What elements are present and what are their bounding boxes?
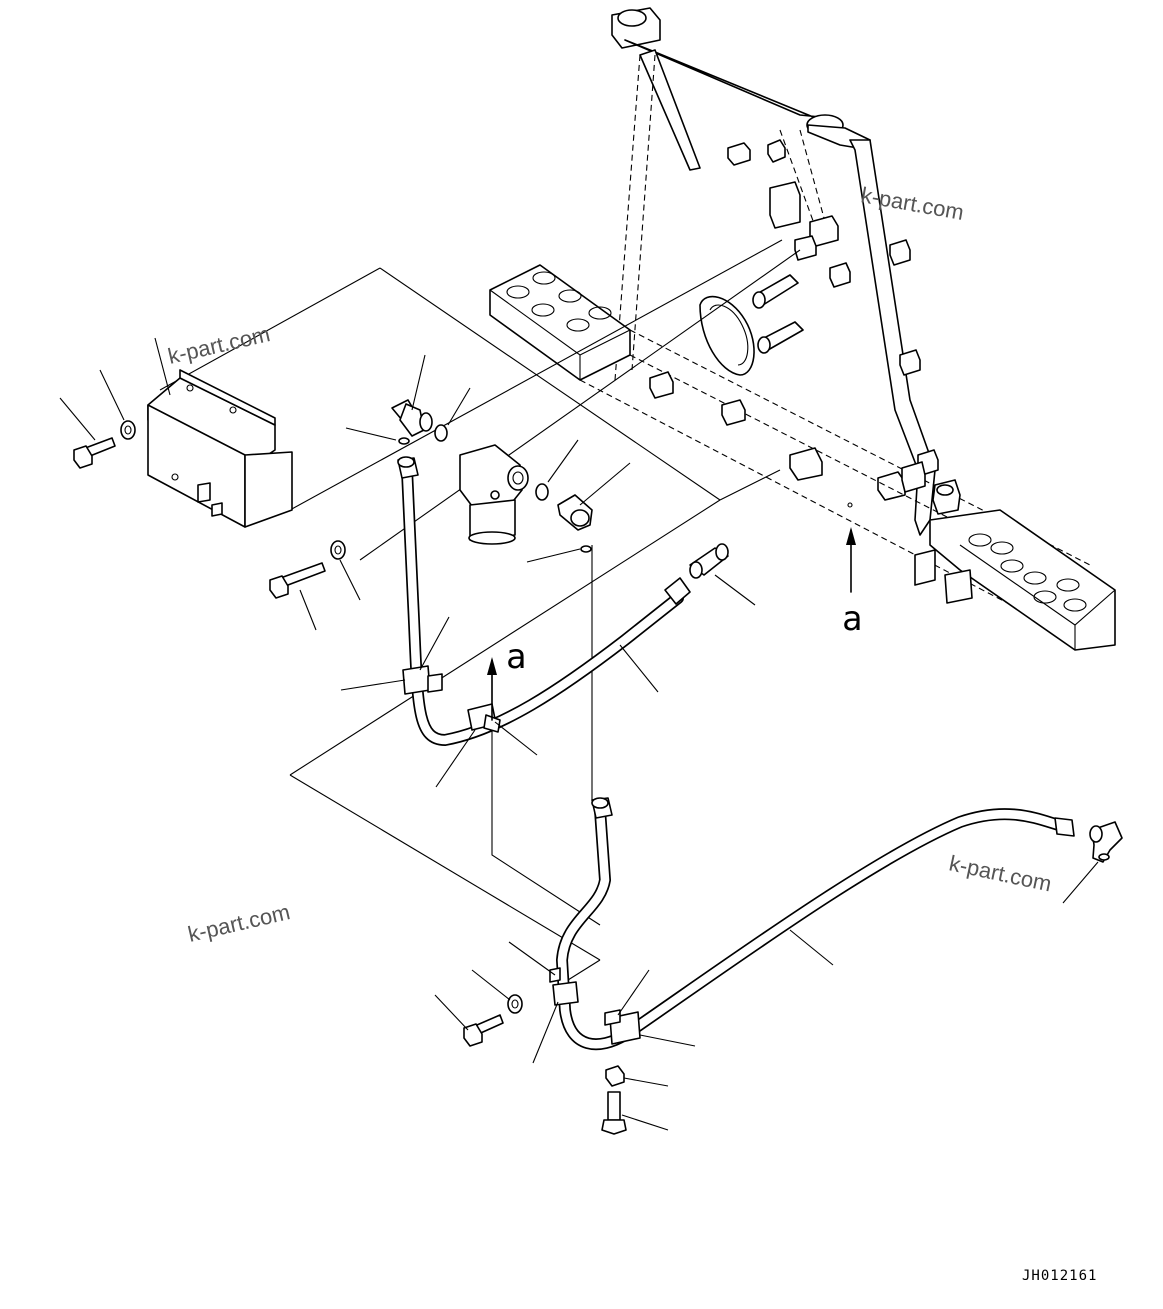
- view-arrow-label-right: a: [842, 599, 862, 639]
- watermark: k-part.com: [947, 850, 1054, 896]
- beam-holes-right: [968, 533, 1087, 612]
- elbow-fitting-top: [391, 399, 448, 445]
- bolt-washer-set-lower: [463, 994, 627, 1135]
- hose-lower: [549, 797, 1123, 1051]
- filter-assembly: [459, 444, 529, 545]
- beam-holes-left: [506, 271, 612, 332]
- view-arrow-a-right: [846, 527, 856, 593]
- bolt-washer-set-left: [73, 420, 346, 599]
- hose-upper: [397, 456, 691, 746]
- drawing-code: JH012161: [1022, 1268, 1097, 1284]
- frame-structure: [489, 7, 1116, 651]
- datum-lines: [159, 239, 801, 986]
- view-arrow-a-left: [487, 657, 497, 721]
- watermark: k-part.com: [166, 321, 273, 369]
- watermark: k-part.com: [186, 899, 293, 947]
- view-arrow-label-left: a: [506, 637, 526, 677]
- elbow-fitting-mid: [535, 483, 593, 553]
- control-box: [147, 369, 293, 528]
- adapter-fitting-right: [689, 543, 729, 579]
- leader-lines: [59, 337, 1099, 1131]
